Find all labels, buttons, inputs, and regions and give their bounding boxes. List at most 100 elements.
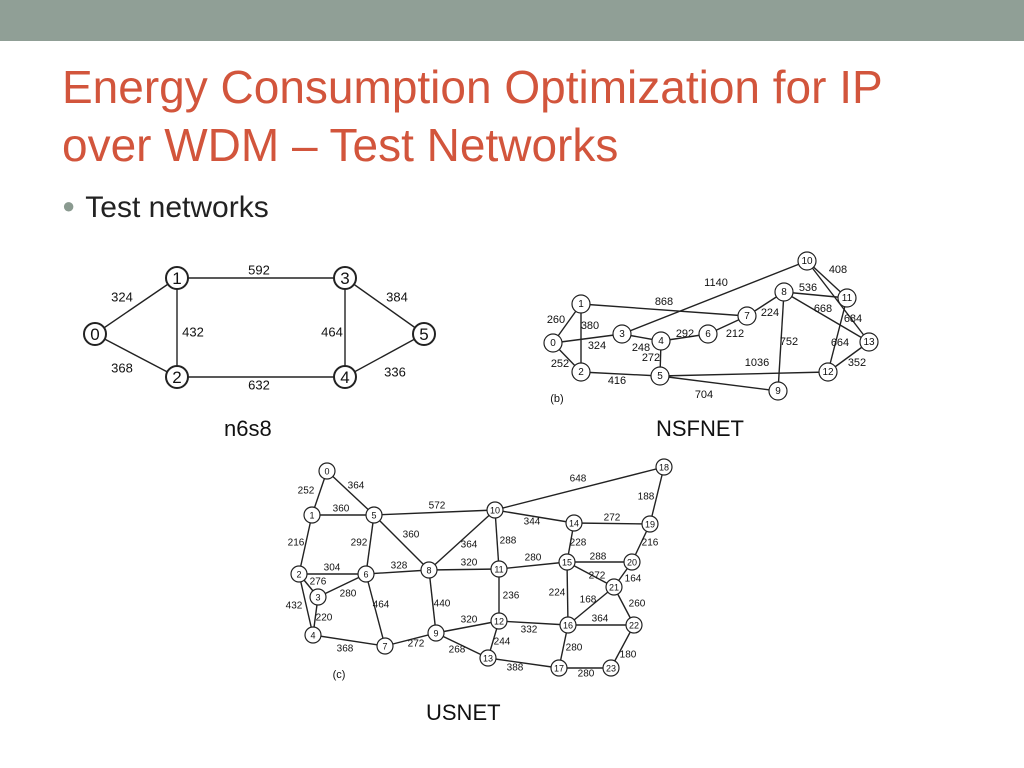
usnet-edge-weight-5-6: 292 (351, 538, 368, 549)
n6s8-node-label-4: 4 (340, 368, 349, 387)
nsfnet-node-8 (774, 282, 794, 302)
usnet-edge-weight-7-9: 272 (408, 639, 425, 650)
usnet-edge-14-19 (573, 522, 651, 525)
nsfnet-edge-weight-0-3: 324 (588, 340, 606, 352)
nsfnet-node-0 (543, 333, 563, 353)
nsfnet-edge-weight-11-12: 664 (831, 337, 849, 349)
n6s8-edge-3-5 (344, 277, 425, 335)
nsfnet-edge-5-12 (659, 371, 829, 377)
nsfnet-edge-3-10 (621, 260, 808, 335)
usnet-node-label-9: 9 (433, 629, 438, 639)
usnet-node-1 (303, 506, 321, 524)
nsfnet-node-11 (837, 288, 857, 308)
usnet-edge-weight-1-5: 360 (333, 504, 350, 515)
nsfnet-edge-1-7 (580, 303, 748, 317)
nsfnet-edge-10-13 (806, 260, 870, 343)
n6s8-node-0 (83, 322, 107, 346)
nsfnet-edge-2-5 (580, 371, 661, 377)
usnet-edge-10-18 (494, 466, 665, 511)
usnet-node-2 (290, 565, 308, 583)
nsfnet-node-5 (650, 366, 670, 386)
nsfnet-edge-0-3 (552, 333, 623, 344)
usnet-edge-4-7 (312, 634, 386, 647)
usnet-edge-weight-12-16: 332 (521, 625, 538, 636)
n6s8-edge-weight-2-4: 632 (248, 378, 270, 393)
nsfnet-node-label-7: 7 (744, 311, 750, 322)
usnet-edge-6-7 (365, 573, 386, 647)
nsfnet-node-label-1: 1 (578, 299, 584, 310)
n6s8-node-4 (333, 365, 357, 389)
n6s8-node-label-2: 2 (172, 368, 181, 387)
nsfnet-node-10 (797, 251, 817, 271)
usnet-edge-0-5 (326, 470, 375, 516)
usnet-node-4 (304, 626, 322, 644)
n6s8-edge-weight-4-5: 336 (384, 365, 406, 380)
nsfnet-node-12 (818, 362, 838, 382)
usnet-node-label-0: 0 (324, 467, 329, 477)
usnet-edge-weight-10-11: 288 (500, 536, 517, 547)
nsfnet-edge-8-13 (783, 291, 870, 343)
usnet-node-label-8: 8 (426, 566, 431, 576)
usnet-edge-weight-19-20: 216 (642, 538, 659, 549)
n6s8-edge-4-5 (344, 333, 425, 378)
n6s8-caption: n6s8 (224, 416, 272, 441)
nsfnet-edge-weight-7-8: 224 (761, 307, 779, 319)
usnet-node-label-13: 13 (483, 654, 493, 664)
slide-title-line-1: Energy Consumption Optimization for IP (62, 61, 883, 113)
usnet-edge-10-14 (494, 509, 575, 524)
usnet-edge-10-11 (494, 509, 500, 570)
n6s8-node-3 (333, 266, 357, 290)
nsfnet-edge-8-11 (783, 291, 848, 299)
usnet-edge-weight-8-11: 320 (461, 558, 478, 569)
usnet-edge-weight-20-21: 164 (625, 574, 642, 585)
nsfnet-edge-weight-4-5: 272 (642, 352, 660, 364)
nsfnet-node-4 (651, 331, 671, 351)
usnet-edge-weight-16-17: 280 (566, 643, 583, 654)
bullet-dot-icon: ● (62, 193, 76, 218)
usnet-node-8 (420, 561, 438, 579)
nsfnet-node-label-4: 4 (658, 336, 664, 347)
usnet-edge-weight-22-23: 180 (620, 650, 637, 661)
n6s8-node-5 (412, 322, 436, 346)
usnet-edge-weight-2-3: 276 (310, 577, 327, 588)
nsfnet-edge-weight-1-2: 380 (581, 320, 599, 332)
usnet-edge-9-12 (435, 620, 500, 634)
nsfnet-node-3 (612, 324, 632, 344)
usnet-node-7 (376, 637, 394, 655)
usnet-caption: USNET (426, 700, 501, 725)
usnet-node-13 (479, 649, 497, 667)
usnet-edge-15-21 (566, 561, 615, 588)
nsfnet-node-label-9: 9 (775, 386, 781, 397)
n6s8-node-label-1: 1 (172, 269, 181, 288)
nsfnet-node-label-12: 12 (822, 367, 834, 378)
usnet-edge-8-10 (428, 509, 496, 571)
usnet-node-label-17: 17 (554, 664, 564, 674)
usnet-edge-weight-11-15: 280 (525, 553, 542, 564)
slide-top-bar (0, 0, 1024, 41)
usnet-node-12 (490, 612, 508, 630)
usnet-edge-weight-10-14: 344 (524, 517, 541, 528)
nsfnet-caption: NSFNET (656, 416, 744, 441)
usnet-edge-5-8 (373, 514, 430, 571)
nsfnet-edge-weight-8-13: 668 (814, 303, 832, 315)
usnet-edge-weight-16-22: 364 (592, 614, 609, 625)
usnet-edge-weight-18-19: 188 (638, 492, 655, 503)
nsfnet-edge-weight-10-13: 684 (844, 313, 862, 325)
nsfnet-node-label-0: 0 (550, 338, 556, 349)
nsfnet-edge-weight-8-9: 752 (780, 336, 798, 348)
usnet-edge-5-10 (373, 509, 496, 516)
usnet-edge-weight-14-19: 272 (604, 513, 621, 524)
usnet-node-label-3: 3 (315, 593, 320, 603)
usnet-edge-weight-12-13: 244 (494, 637, 511, 648)
nsfnet-node-label-13: 13 (863, 337, 875, 348)
n6s8-edge-weight-1-2: 432 (182, 325, 204, 340)
usnet-edge-weight-21-22: 260 (629, 599, 646, 610)
usnet-edge-weight-8-9: 440 (434, 599, 451, 610)
usnet-edge-18-19 (649, 466, 665, 525)
n6s8-edge-weight-0-2: 368 (111, 361, 133, 376)
nsfnet-edge-weight-0-2: 252 (551, 358, 569, 370)
n6s8-edge-weight-3-5: 384 (386, 290, 408, 305)
usnet-node-label-2: 2 (296, 570, 301, 580)
nsfnet-edge-8-9 (777, 291, 785, 392)
